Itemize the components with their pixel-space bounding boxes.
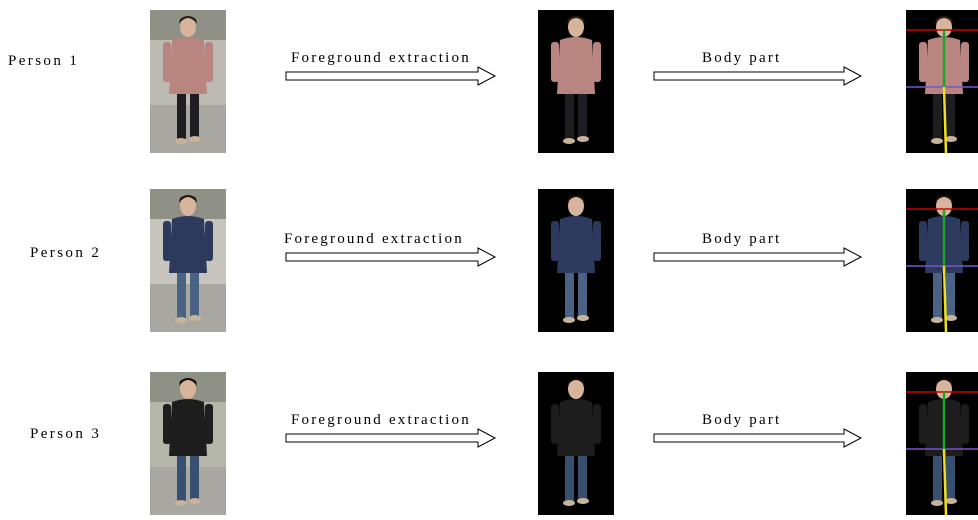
step-label-body-part: Body part	[702, 412, 782, 428]
step-label-foreground: Foreground extraction	[284, 231, 464, 247]
step-label-body-part: Body part	[702, 231, 782, 247]
row-person-1: Person 1 Foreground extraction Body part	[0, 8, 978, 158]
arrow-icon	[653, 428, 863, 448]
arrow-icon	[285, 66, 497, 86]
original-photo	[150, 372, 226, 515]
foreground-photo	[538, 372, 614, 515]
arrow-icon	[285, 247, 497, 267]
original-photo	[150, 189, 226, 332]
step-label-foreground: Foreground extraction	[291, 412, 471, 428]
step-label-body-part: Body part	[702, 50, 782, 66]
person-label: Person 2	[30, 245, 102, 261]
original-photo	[150, 10, 226, 153]
person-label: Person 1	[8, 53, 80, 69]
row-person-3: Person 3 Foreground extraction Body part	[0, 370, 978, 520]
foreground-photo	[538, 189, 614, 332]
arrow-icon	[285, 428, 497, 448]
row-person-2: Person 2 Foreground extraction Body part	[0, 187, 978, 337]
step-label-foreground: Foreground extraction	[291, 50, 471, 66]
person-label: Person 3	[30, 426, 102, 442]
foreground-photo	[538, 10, 614, 153]
body-part-photo	[906, 10, 978, 153]
arrow-icon	[653, 66, 863, 86]
body-part-photo	[906, 372, 978, 515]
body-part-photo	[906, 189, 978, 332]
arrow-icon	[653, 247, 863, 267]
